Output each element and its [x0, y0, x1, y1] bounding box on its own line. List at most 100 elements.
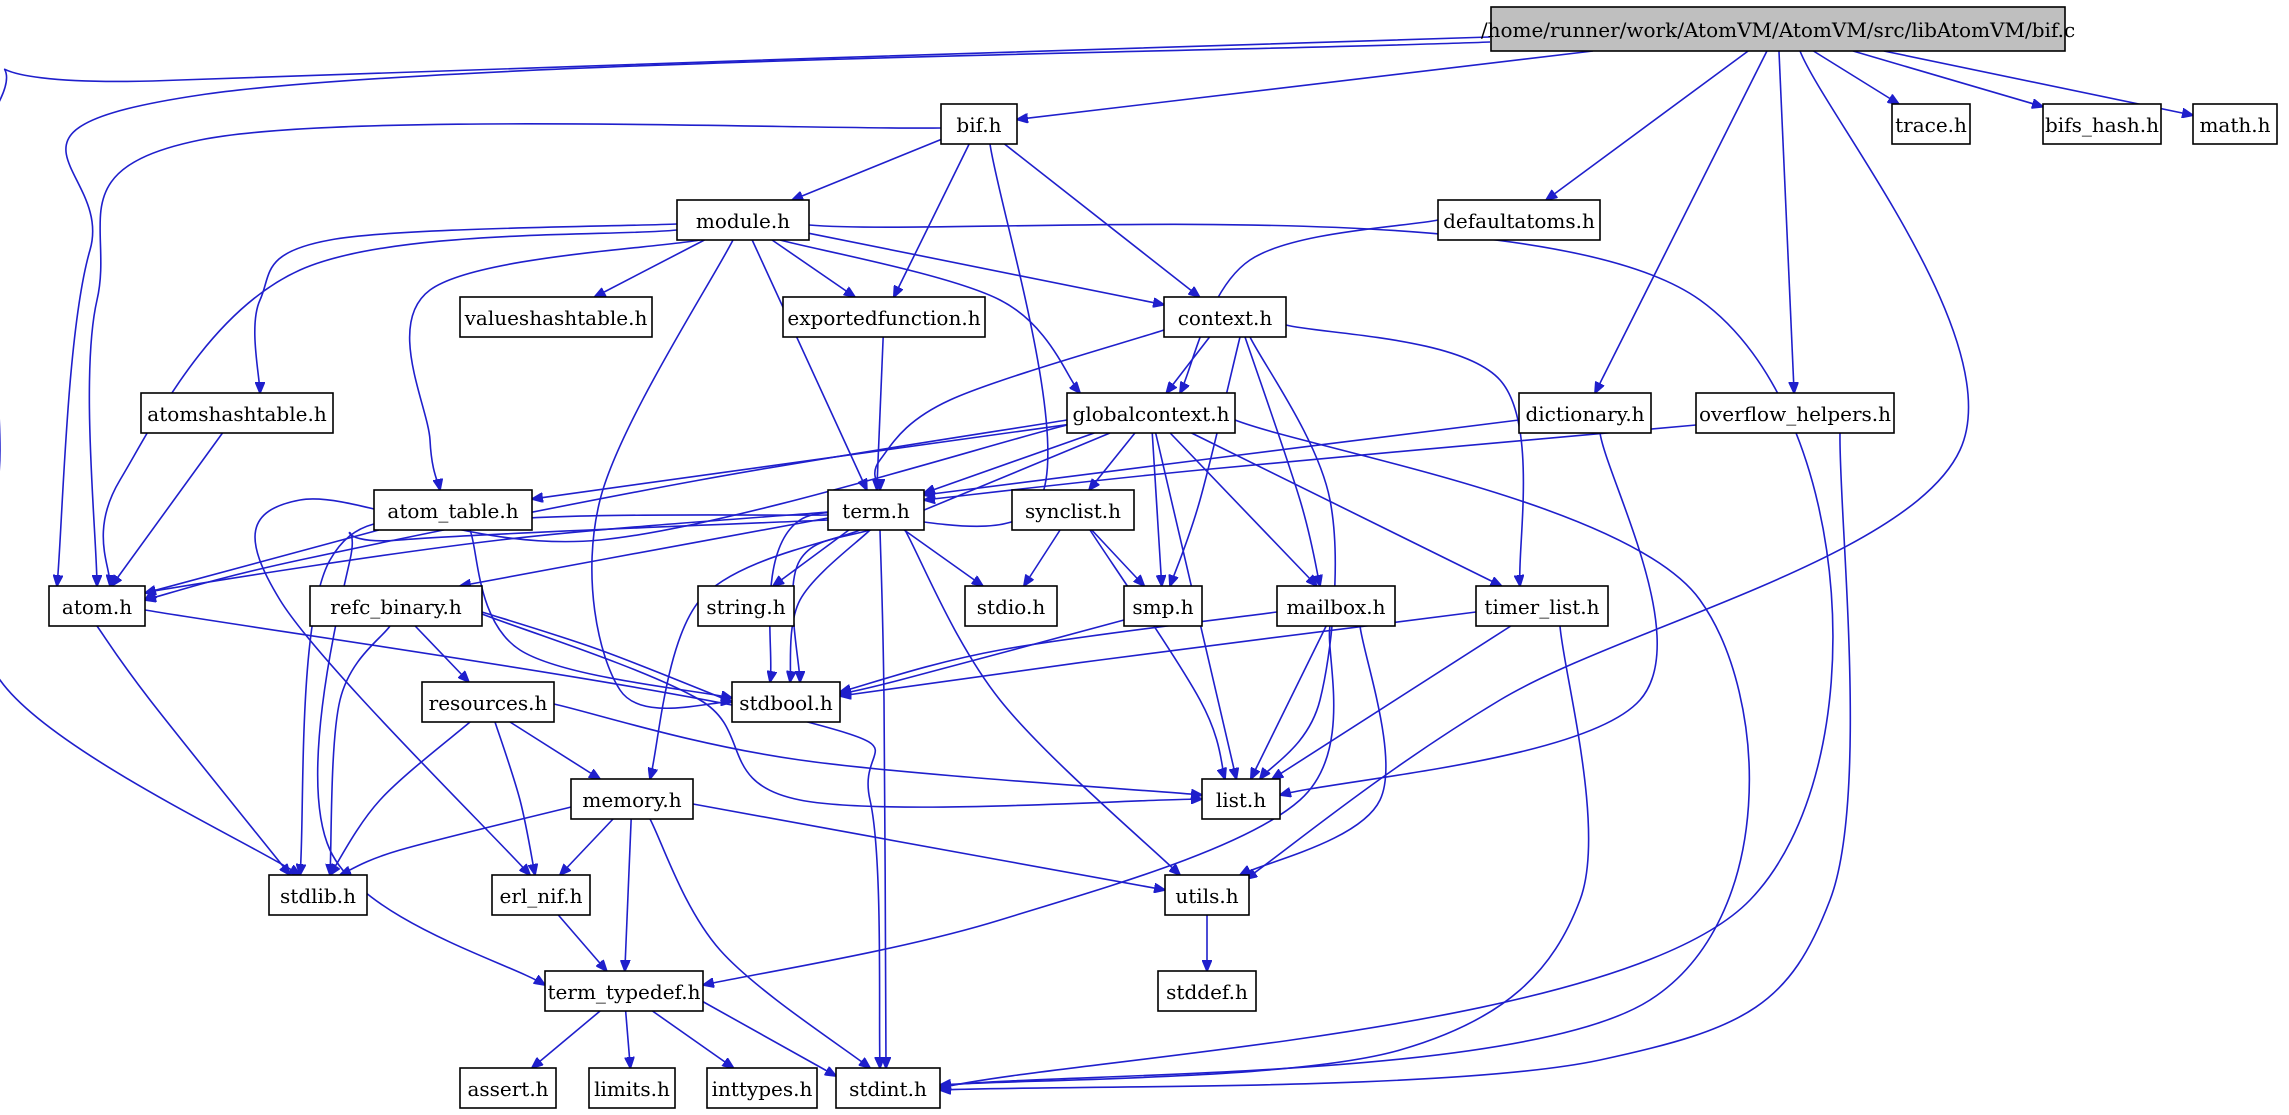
edge-mailbox-to-listh	[1251, 625, 1327, 779]
edge-mailbox-to-termtypedef	[703, 625, 1335, 985]
edge-atomtable-to-atomh	[145, 529, 380, 593]
edge-resources-to-erlnif	[494, 721, 535, 875]
node-box[interactable]	[2192, 103, 2278, 145]
node-box[interactable]	[835, 1067, 941, 1109]
edge-resources-to-memoryh	[509, 721, 600, 779]
node-box[interactable]	[1475, 585, 1609, 627]
node-asserth[interactable]: assert.h	[459, 1067, 557, 1109]
node-stdioh[interactable]: stdio.h	[964, 585, 1058, 627]
edge-refcbin-to-resources	[414, 625, 469, 682]
edge-termh-to-stdint	[879, 529, 886, 1068]
node-box[interactable]	[309, 585, 483, 627]
node-box[interactable]	[706, 1067, 818, 1109]
edge-moduleh-to-stdint	[808, 223, 1834, 1088]
node-refcbin[interactable]: refc_binary.h	[309, 585, 483, 627]
node-box[interactable]	[731, 681, 841, 723]
node-atomshash[interactable]: atomshashtable.h	[140, 392, 334, 434]
node-listh[interactable]: list.h	[1201, 778, 1281, 820]
node-stdbool[interactable]: stdbool.h	[731, 681, 841, 723]
node-box[interactable]	[1201, 778, 1281, 820]
node-box[interactable]	[782, 296, 986, 338]
edge-globalctx-to-termh	[924, 432, 1095, 493]
node-smph[interactable]: smp.h	[1123, 585, 1203, 627]
node-box[interactable]	[459, 296, 653, 338]
node-mailbox[interactable]: mailbox.h	[1276, 585, 1396, 627]
node-box[interactable]	[1490, 6, 2066, 52]
node-box[interactable]	[1276, 585, 1396, 627]
node-box[interactable]	[588, 1067, 676, 1109]
node-box[interactable]	[676, 199, 810, 241]
node-box[interactable]	[2042, 103, 2162, 145]
node-box[interactable]	[1164, 874, 1250, 916]
node-box[interactable]	[140, 392, 334, 434]
node-box[interactable]	[697, 585, 795, 627]
edge-bifc-to-bifshash	[1852, 50, 2043, 107]
node-dictionary[interactable]: dictionary.h	[1518, 392, 1652, 434]
node-traceh[interactable]: trace.h	[1891, 103, 1971, 145]
node-stdlib[interactable]: stdlib.h	[268, 874, 368, 916]
edge-moduleh-to-stdbool	[591, 239, 734, 710]
edge-erlnif-to-termtypedef	[557, 914, 606, 971]
node-box[interactable]	[1163, 296, 1287, 338]
edge-timerlist-to-stdint	[940, 625, 1590, 1085]
node-atomtable[interactable]: atom_table.h	[373, 489, 533, 531]
node-utilsh[interactable]: utils.h	[1164, 874, 1250, 916]
node-moduleh[interactable]: module.h	[676, 199, 810, 241]
node-box[interactable]	[827, 489, 925, 531]
edge-bifc-to-dictionary	[1595, 50, 1768, 393]
node-box[interactable]	[940, 103, 1018, 145]
node-box[interactable]	[1695, 392, 1895, 434]
edge-timerlist-to-listh	[1272, 625, 1512, 779]
node-globalctx[interactable]: globalcontext.h	[1066, 392, 1236, 434]
node-inttypes[interactable]: inttypes.h	[706, 1067, 818, 1109]
node-box[interactable]	[491, 874, 591, 916]
node-box[interactable]	[1518, 392, 1652, 434]
node-box[interactable]	[373, 489, 533, 531]
node-stddef[interactable]: stddef.h	[1157, 970, 1257, 1012]
node-box[interactable]	[421, 681, 555, 723]
node-box[interactable]	[570, 778, 694, 820]
node-valueshash[interactable]: valueshashtable.h	[459, 296, 653, 338]
node-box[interactable]	[1437, 199, 1601, 241]
node-limitsh[interactable]: limits.h	[588, 1067, 676, 1109]
node-box[interactable]	[1891, 103, 1971, 145]
node-exportedfn[interactable]: exportedfunction.h	[782, 296, 986, 338]
edge-contexth-to-listh	[1249, 336, 1337, 779]
node-stringh[interactable]: string.h	[697, 585, 795, 627]
node-bifshash[interactable]: bifs_hash.h	[2042, 103, 2162, 145]
node-synclist[interactable]: synclist.h	[1011, 489, 1135, 531]
node-box[interactable]	[964, 585, 1058, 627]
node-box[interactable]	[1157, 970, 1257, 1012]
node-memoryh[interactable]: memory.h	[570, 778, 694, 820]
node-mathh[interactable]: math.h	[2192, 103, 2278, 145]
edge-bifh-to-exportedfn	[894, 143, 970, 297]
node-box[interactable]	[1066, 392, 1236, 434]
edge-bifc-to-atomh	[57, 41, 1491, 586]
node-box[interactable]	[544, 970, 704, 1012]
node-box[interactable]	[268, 874, 368, 916]
node-atomh[interactable]: atom.h	[48, 585, 146, 627]
edge-refcbin-to-listh	[481, 613, 1202, 808]
node-resources[interactable]: resources.h	[421, 681, 555, 723]
node-termtypedef[interactable]: term_typedef.h	[544, 970, 704, 1012]
edge-atomh-to-stdint	[144, 609, 880, 1068]
node-box[interactable]	[1123, 585, 1203, 627]
node-box[interactable]	[1011, 489, 1135, 531]
node-box[interactable]	[48, 585, 146, 627]
node-defaultatoms[interactable]: defaultatoms.h	[1437, 199, 1601, 241]
node-bifc[interactable]: /home/runner/work/AtomVM/AtomVM/src/libA…	[1481, 6, 2075, 52]
node-overflow[interactable]: overflow_helpers.h	[1695, 392, 1895, 434]
node-termh[interactable]: term.h	[827, 489, 925, 531]
node-erlnif[interactable]: erl_nif.h	[491, 874, 591, 916]
node-stdint[interactable]: stdint.h	[835, 1067, 941, 1109]
node-bifh[interactable]: bif.h	[940, 103, 1018, 145]
node-contexth[interactable]: context.h	[1163, 296, 1287, 338]
node-box[interactable]	[459, 1067, 557, 1109]
edge-exportedfn-to-termh	[877, 336, 884, 490]
edge-smph-to-stdbool	[840, 619, 1125, 694]
edge-moduleh-to-atomshash	[254, 223, 678, 393]
node-timerlist[interactable]: timer_list.h	[1475, 585, 1609, 627]
edge-bifc-to-traceh	[1813, 50, 1898, 104]
edge-globalctx-to-atomtable	[532, 423, 1068, 499]
